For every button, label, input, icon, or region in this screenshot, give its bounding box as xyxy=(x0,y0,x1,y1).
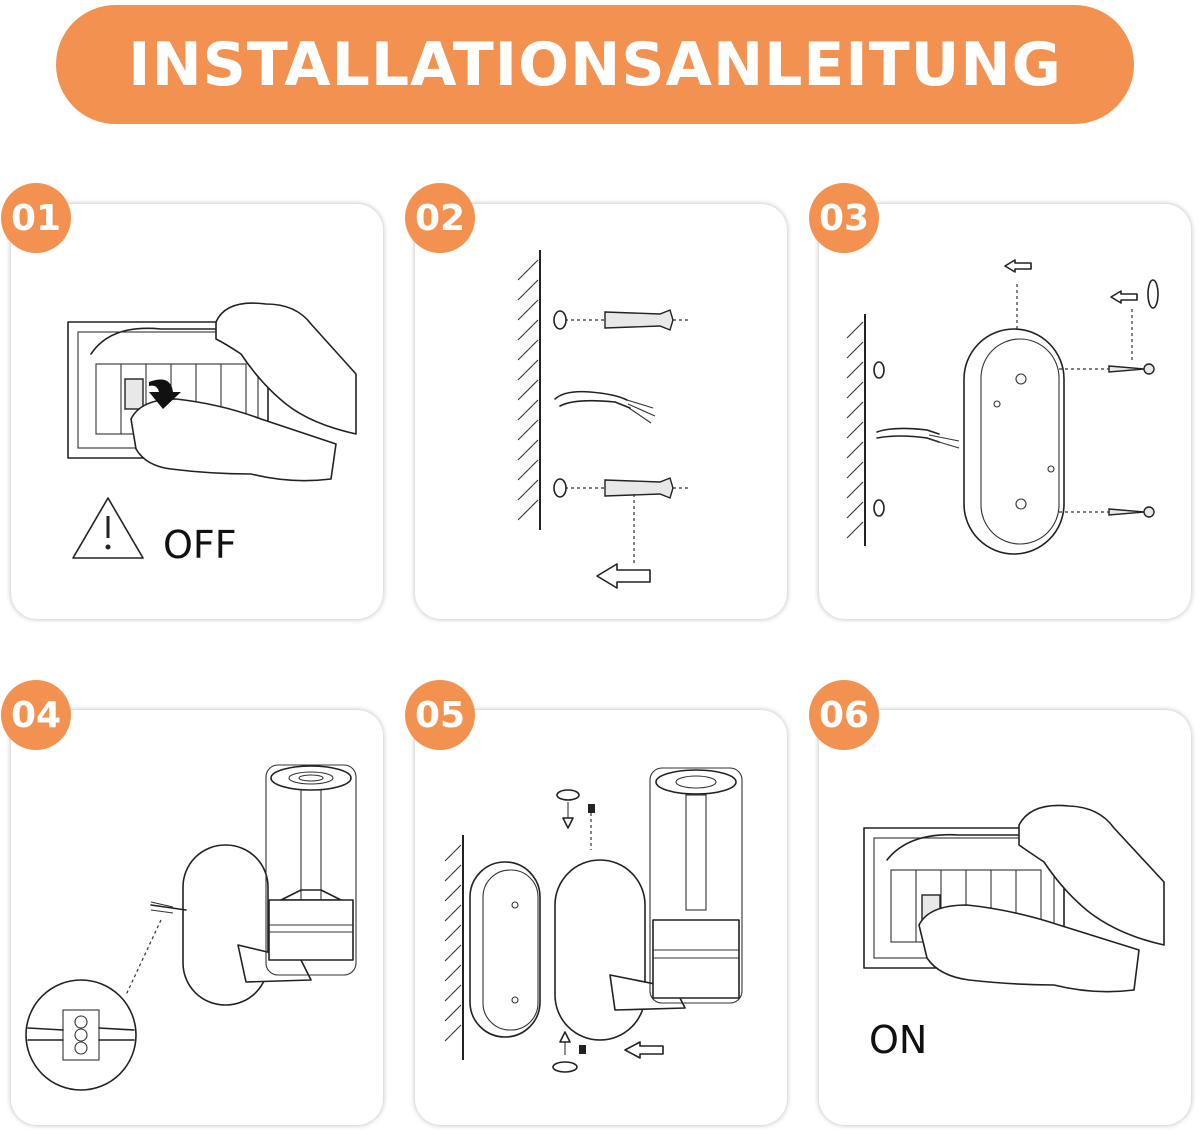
step-6-badge: 06 xyxy=(809,680,879,750)
drill-holes-wall-plugs-illustration xyxy=(517,250,690,589)
step-3-badge: 03 xyxy=(809,183,879,253)
mount-base-plate-illustration xyxy=(846,259,1159,555)
step-2-card xyxy=(415,204,787,619)
step-6-card: ON xyxy=(819,710,1191,1125)
arrow-left-icon xyxy=(596,563,651,589)
step-3-card xyxy=(819,204,1191,619)
step-4-card xyxy=(11,710,383,1125)
step-4-badge: 04 xyxy=(1,680,71,750)
attach-lamp-to-base-illustration xyxy=(444,767,743,1073)
page-title: INSTALLATIONSANLEITUNG xyxy=(128,29,1062,100)
breaker-switch-on-illustration xyxy=(863,804,1165,993)
title-banner: INSTALLATIONSANLEITUNG xyxy=(56,5,1134,124)
step-2-badge: 02 xyxy=(405,183,475,253)
step-5-card xyxy=(415,710,787,1125)
connect-wires-illustration xyxy=(25,764,357,1091)
step-6-label: ON xyxy=(869,1018,928,1062)
step-1-card: OFF xyxy=(11,204,383,619)
step-5-badge: 05 xyxy=(405,680,475,750)
terminal-block-detail xyxy=(25,979,137,1091)
breaker-switch-off-illustration xyxy=(67,302,357,559)
step-1-label: OFF xyxy=(163,523,237,567)
step-1-badge: 01 xyxy=(1,183,71,253)
warning-icon xyxy=(72,497,144,559)
